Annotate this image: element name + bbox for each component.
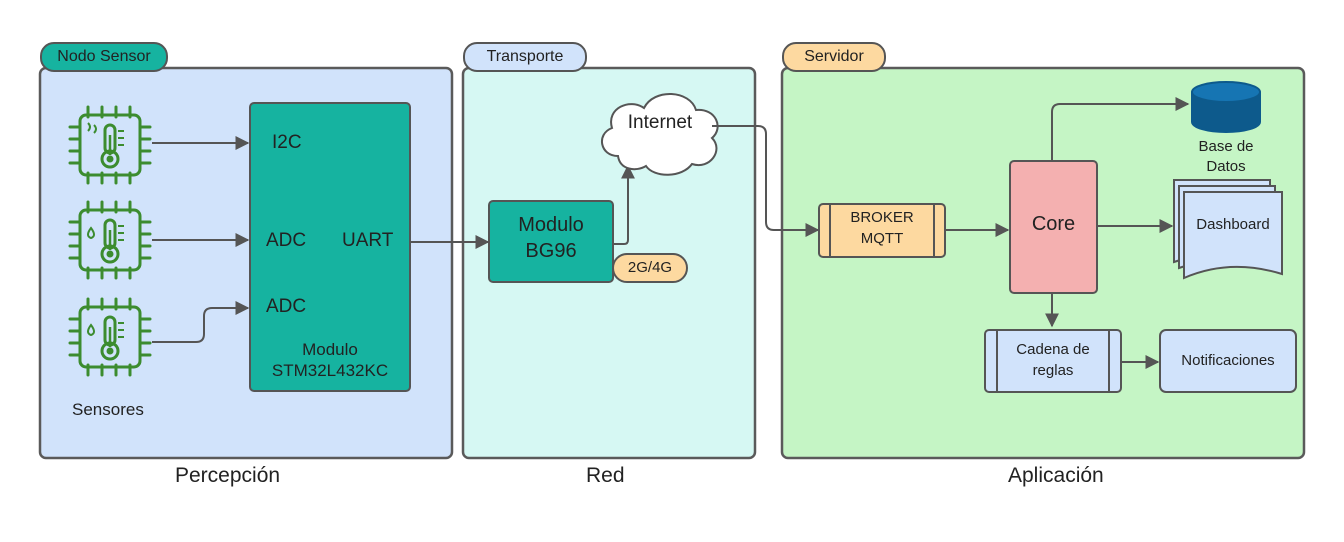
tab-transporte: Transporte [463, 42, 587, 72]
band-badge-label: 2G/4G [627, 259, 673, 276]
rules-block [984, 329, 1122, 393]
internet-label: Internet [627, 112, 693, 133]
database-line1: Base de [1198, 138, 1254, 155]
humidity-sensor-icon [68, 200, 152, 280]
dashboard-label: Dashboard [1196, 216, 1270, 233]
tab-servidor: Servidor [782, 42, 886, 72]
database-icon [1191, 81, 1261, 133]
modem-line1: Modulo [518, 214, 584, 236]
tab-nodo-sensor: Nodo Sensor [40, 42, 168, 72]
modem-line2: BG96 [525, 240, 577, 262]
rules-line2: reglas [1032, 362, 1074, 379]
port-i2c: I2C [272, 132, 302, 153]
band-badge [612, 253, 688, 283]
internet-cloud [601, 93, 719, 176]
rules-line1: Cadena de [1016, 341, 1090, 358]
mcu-name-line2: STM32L432KC [271, 361, 389, 380]
sensors-label: Sensores [72, 400, 144, 419]
caption-red: Red [586, 464, 625, 487]
core-label: Core [1031, 213, 1076, 235]
notifications-label: Notificaciones [1181, 352, 1275, 369]
humidity-sensor-icon-2 [68, 297, 152, 377]
mcu-block [249, 102, 411, 392]
notifications-block [1159, 329, 1297, 393]
broker-line1: BROKER [850, 209, 914, 226]
caption-aplicacion: Aplicación [1008, 464, 1104, 487]
broker-line2: MQTT [860, 230, 904, 247]
dashboard-documents [1173, 179, 1283, 280]
port-adc-2: ADC [266, 296, 307, 317]
database-line2: Datos [1206, 158, 1246, 175]
mcu-name-line1: Modulo [302, 340, 358, 359]
port-uart: UART [342, 230, 394, 251]
port-adc-1: ADC [266, 230, 307, 251]
caption-percepcion: Percepción [175, 464, 281, 487]
modem-block [488, 200, 614, 283]
temperature-sensor-icon [68, 105, 152, 185]
